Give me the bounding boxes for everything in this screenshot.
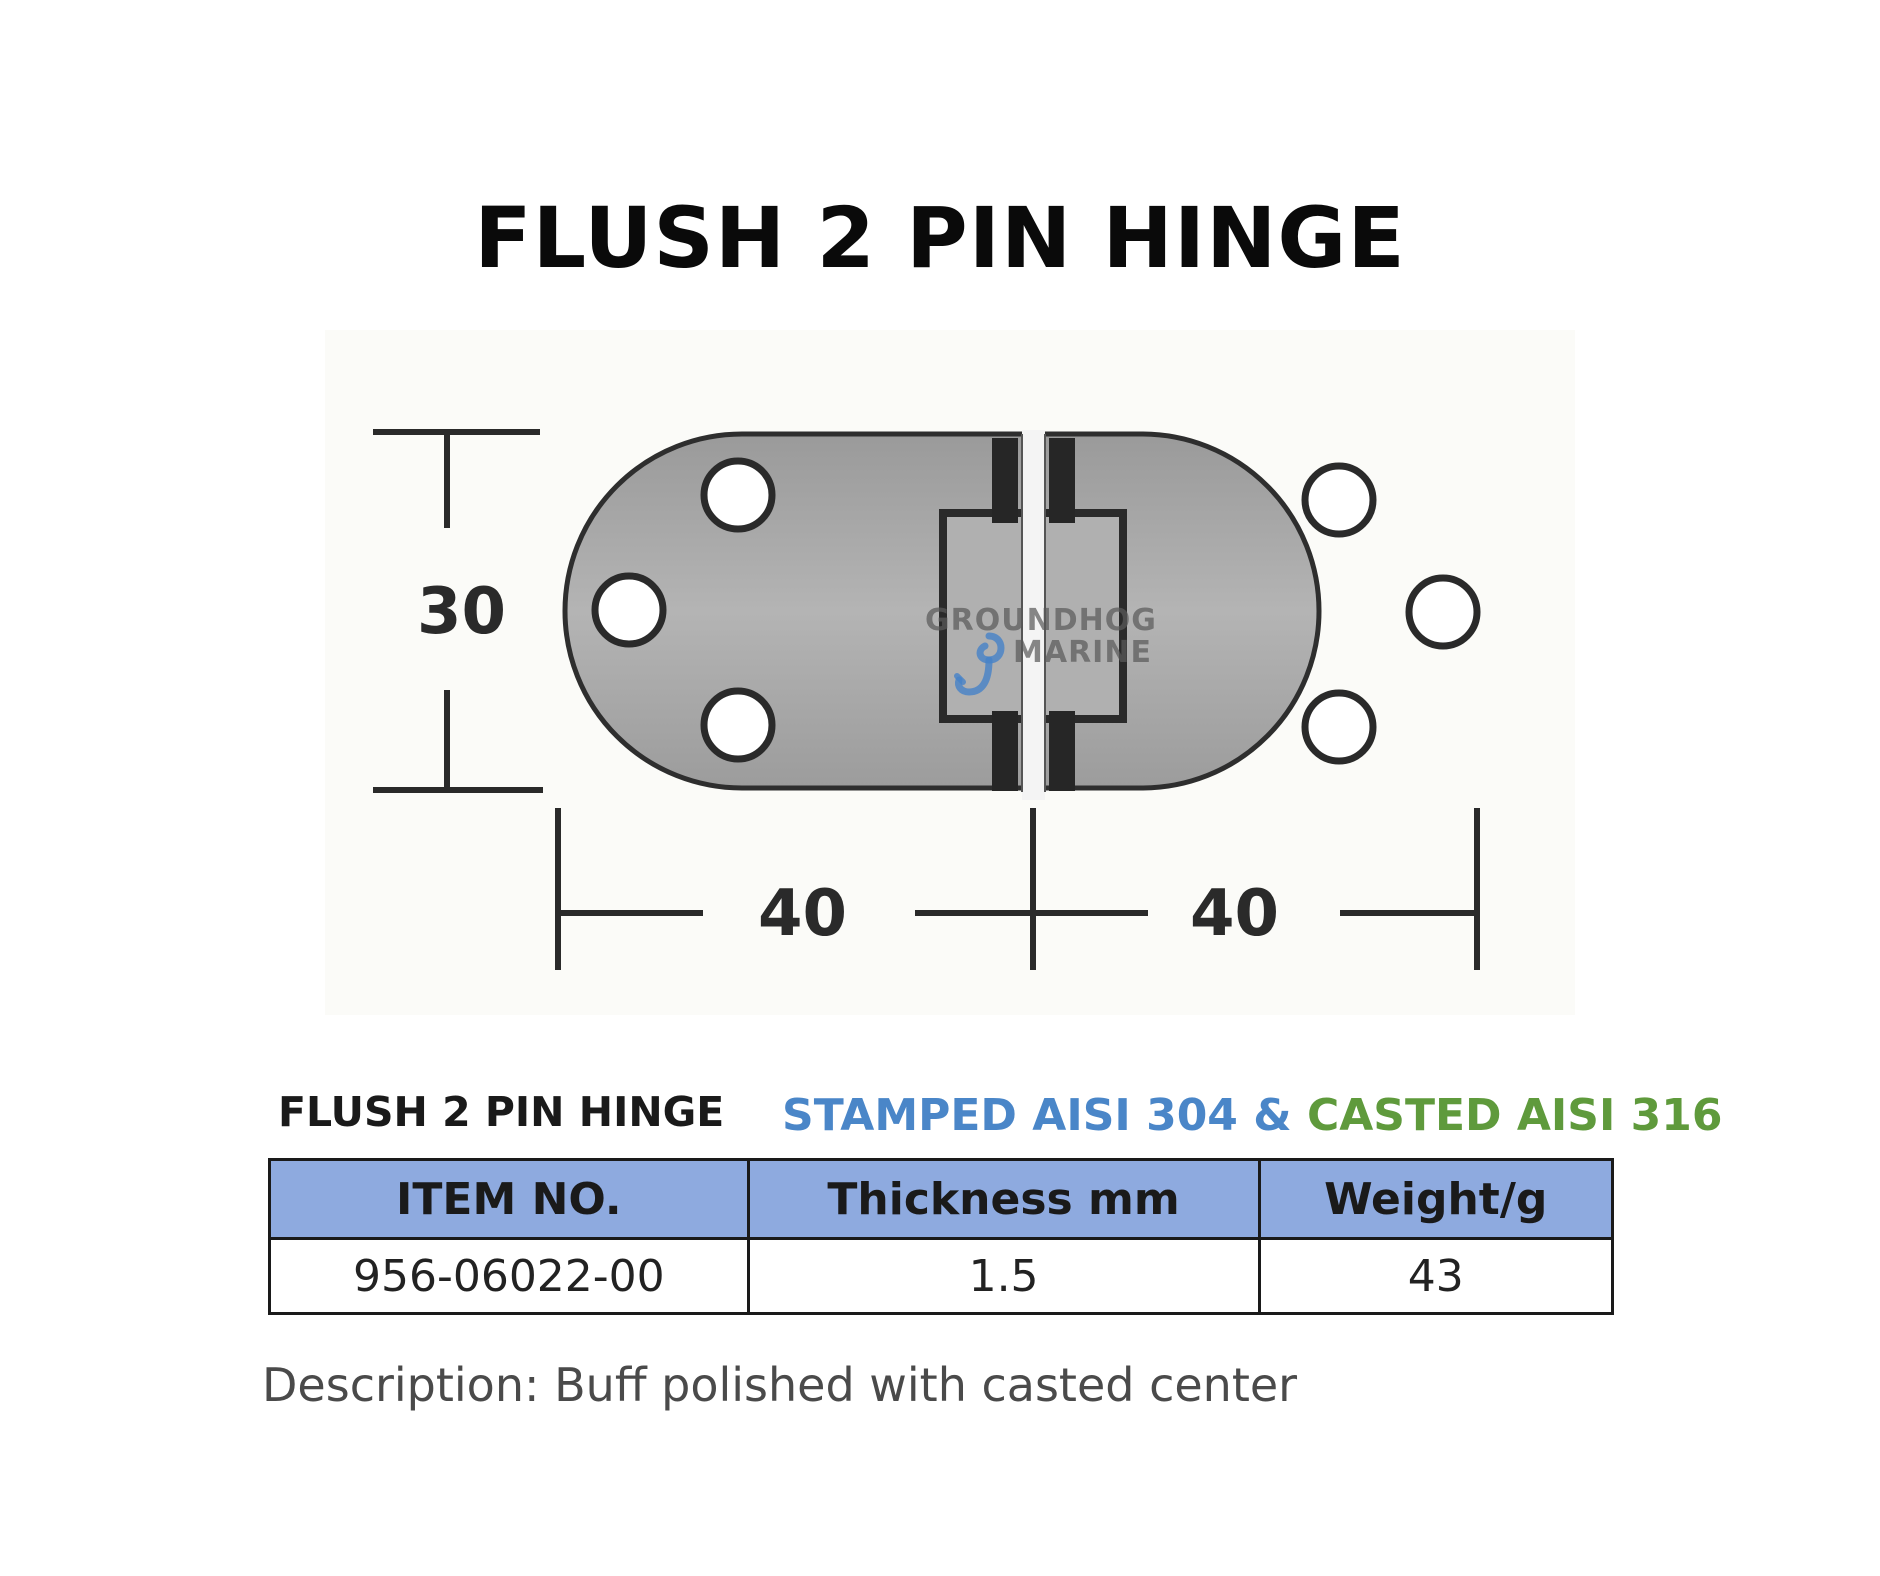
material-stamped: STAMPED AISI 304 & bbox=[782, 1090, 1292, 1141]
right-width-dimension-label: 40 bbox=[1190, 877, 1280, 951]
table-header-row: ITEM NO. Thickness mm Weight/g bbox=[268, 1158, 1615, 1240]
watermark-text: GROUNDHOG bbox=[925, 603, 1157, 638]
column-header-weight: Weight/g bbox=[1257, 1158, 1615, 1240]
screw-hole bbox=[1301, 689, 1377, 765]
screw-hole bbox=[1301, 462, 1377, 538]
pin-bottom bbox=[1049, 711, 1075, 791]
screw-hole bbox=[700, 457, 776, 533]
watermark-logo: GROUNDHOG MARINE bbox=[925, 600, 1175, 700]
cell-item-no: 956-06022-00 bbox=[268, 1237, 750, 1315]
spec-heading: FLUSH 2 PIN HINGE bbox=[278, 1088, 725, 1136]
hinge-diagram bbox=[373, 429, 1481, 970]
column-header-thickness: Thickness mm bbox=[746, 1158, 1261, 1240]
left-width-dimension-label: 40 bbox=[758, 877, 848, 951]
hinge-plate bbox=[562, 430, 1481, 800]
height-dimension-label: 30 bbox=[417, 575, 507, 649]
watermark-text: MARINE bbox=[1013, 635, 1152, 670]
height-dimension bbox=[373, 429, 543, 793]
page-title: FLUSH 2 PIN HINGE bbox=[474, 189, 1406, 287]
material-line: STAMPED AISI 304 & CASTED AISI 316 bbox=[782, 1090, 1723, 1141]
pin-bottom bbox=[992, 711, 1018, 791]
spec-table: ITEM NO. Thickness mm Weight/g 956-06022… bbox=[268, 1158, 1615, 1315]
hinge-drawing: 30 40 40 bbox=[325, 330, 1575, 1015]
screw-hole bbox=[700, 687, 776, 763]
pin-top bbox=[1049, 438, 1075, 523]
width-dimension bbox=[555, 808, 1480, 970]
cell-weight: 43 bbox=[1257, 1237, 1615, 1315]
table-row: 956-06022-00 1.5 43 bbox=[268, 1237, 1615, 1315]
screw-hole bbox=[1405, 574, 1481, 650]
pin-top bbox=[992, 438, 1018, 523]
fish-hook-icon bbox=[954, 632, 1005, 696]
screw-hole bbox=[591, 572, 667, 648]
description: Description: Buff polished with casted c… bbox=[262, 1358, 1298, 1412]
material-casted: CASTED AISI 316 bbox=[1306, 1090, 1723, 1141]
column-header-item-no: ITEM NO. bbox=[268, 1158, 750, 1240]
cell-thickness: 1.5 bbox=[746, 1237, 1261, 1315]
